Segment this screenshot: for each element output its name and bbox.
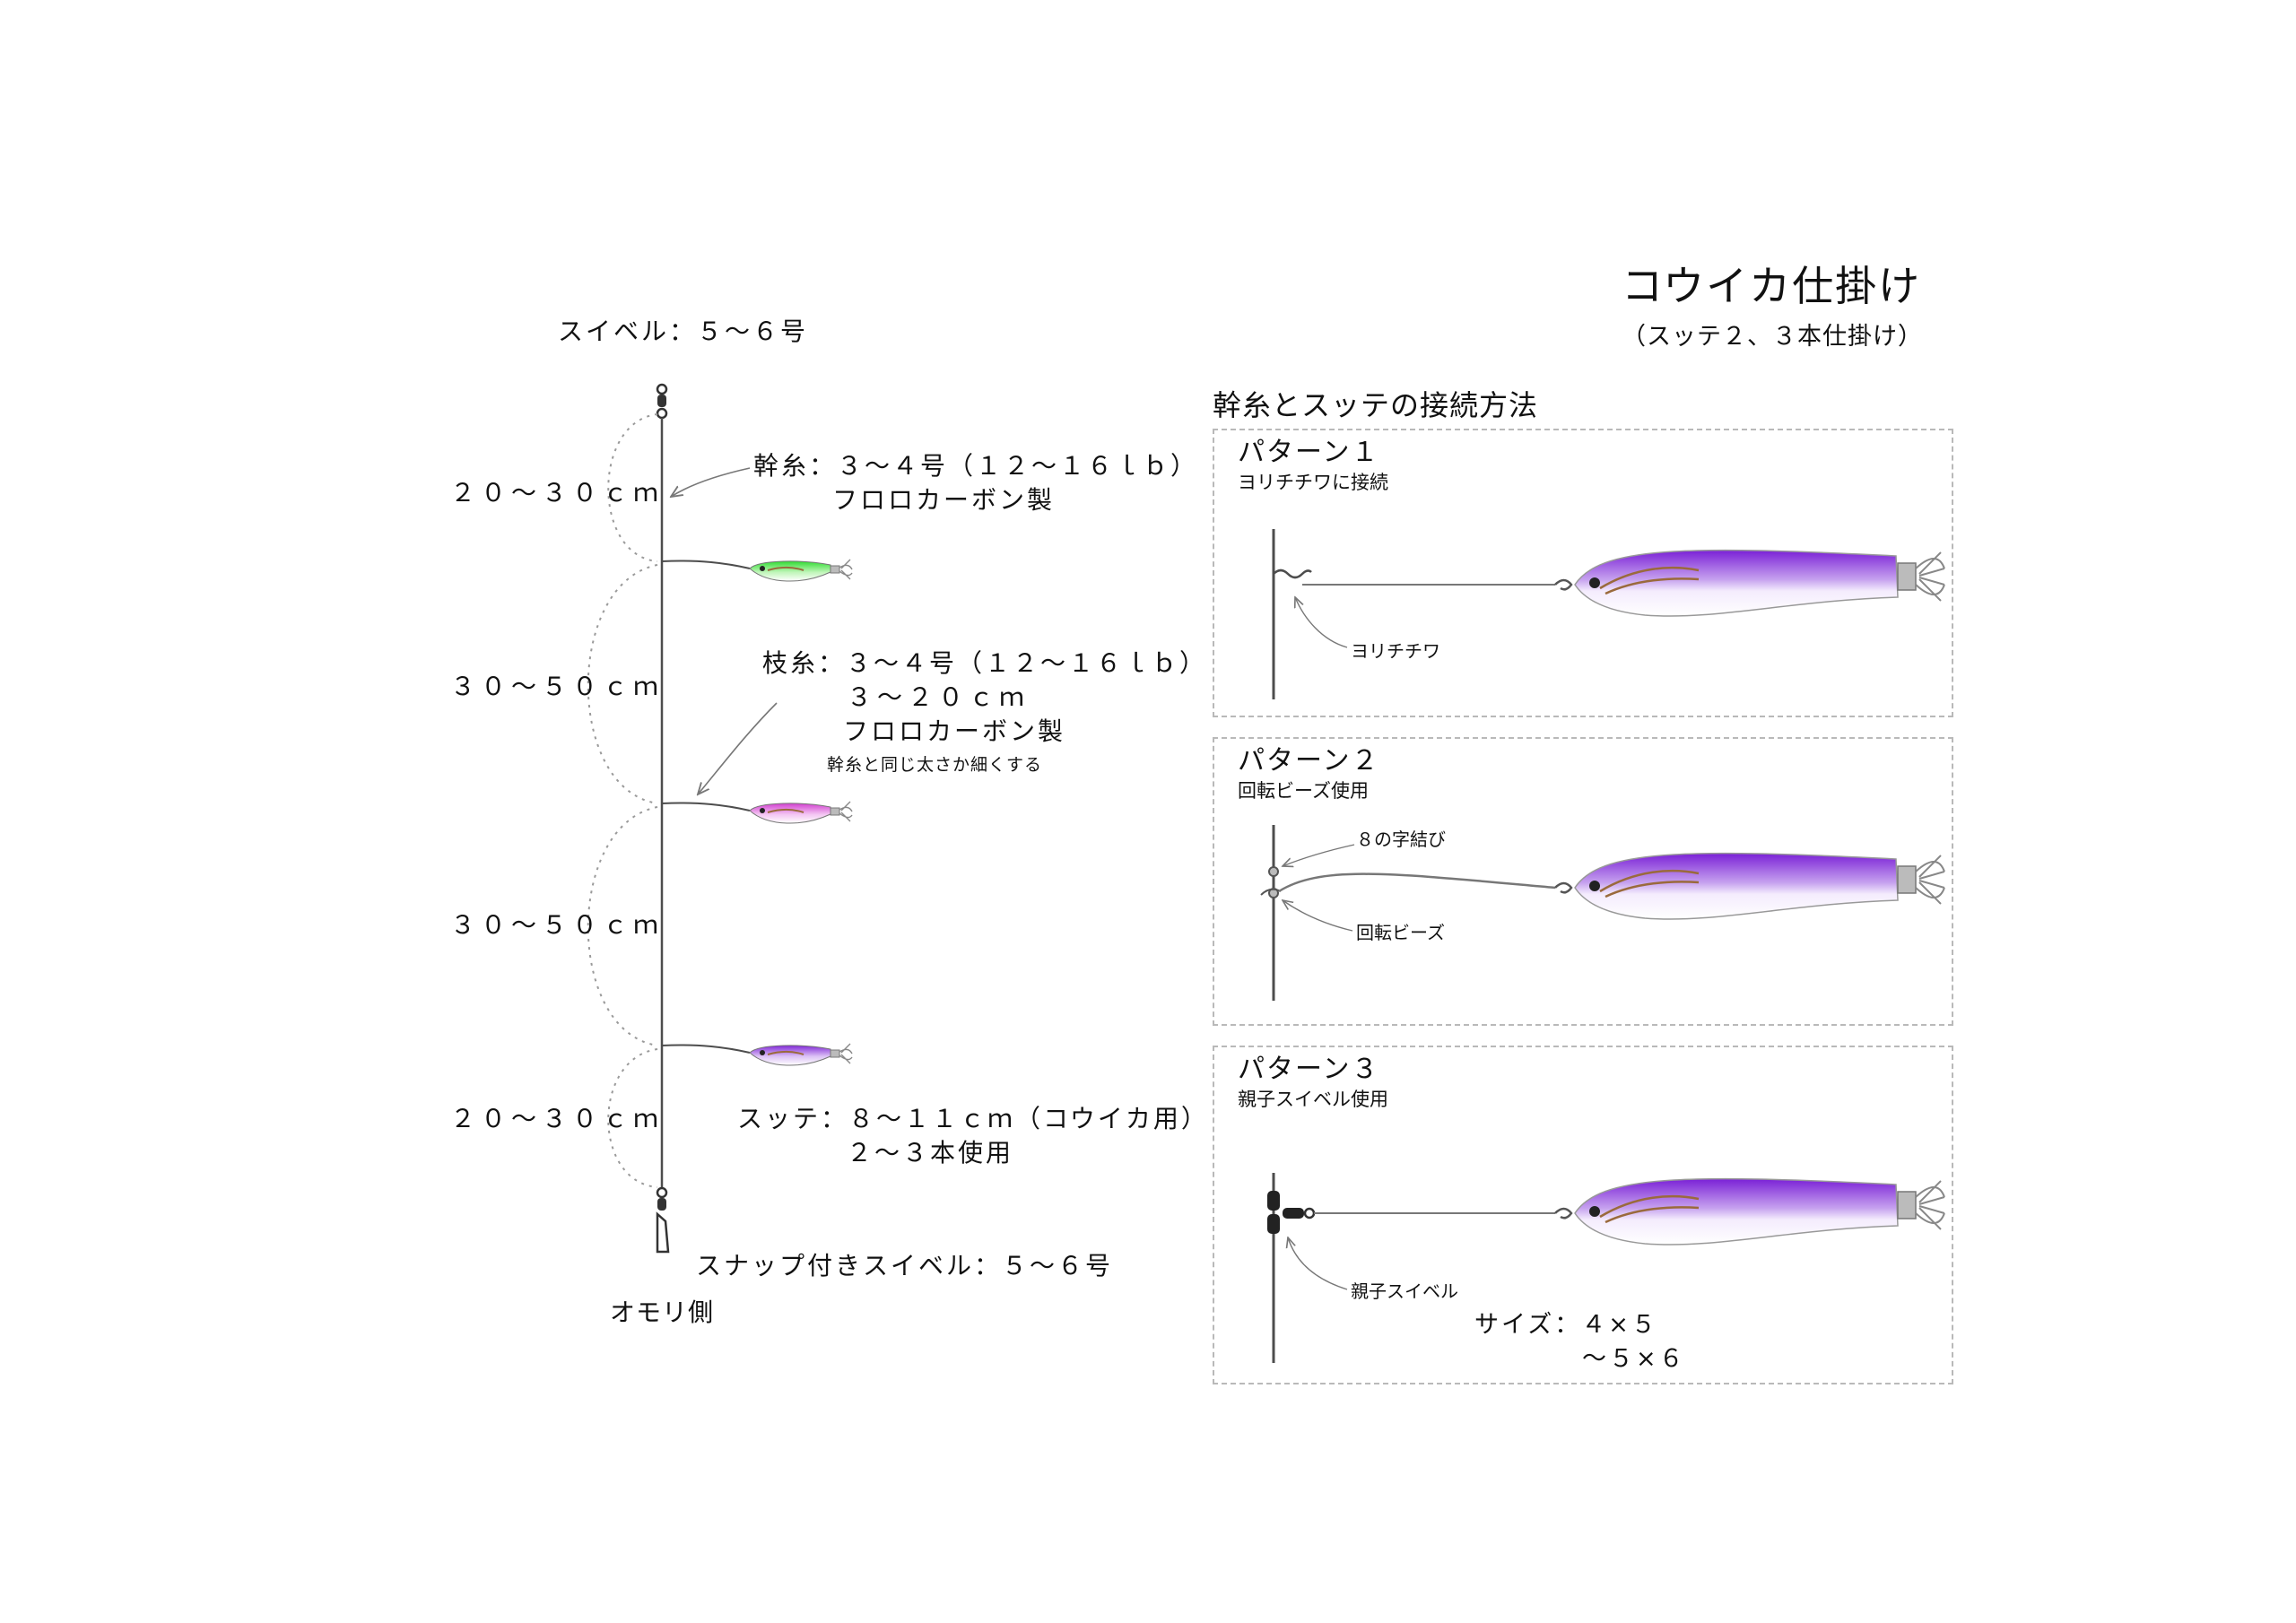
pattern-3-desc: 親子スイベル使用 (1238, 1089, 1388, 1110)
span-label-3: ３０～５０ｃｍ (450, 910, 665, 940)
branch-lines (661, 560, 751, 1054)
pattern-1-callout: ヨリチチワ (1351, 640, 1440, 662)
top-swivel-icon (656, 383, 668, 420)
branch-line-length: ３～２０ｃｍ (847, 682, 1031, 712)
swivel-size-line1: サイズ：４×５ (1474, 1311, 1658, 1339)
snap-icon (1554, 578, 1573, 591)
arrow-pointer (1295, 597, 1348, 648)
sutte-spec: スッテ：８～１１ｃｍ（コウイカ用） (737, 1104, 1209, 1133)
pattern-3-drawing (1267, 1173, 1945, 1363)
arrow-pointer-knot (1283, 844, 1355, 866)
sutte-icon (1574, 1177, 1945, 1245)
snap-icon (1554, 881, 1573, 894)
branch-line-arrow (698, 702, 778, 794)
pattern-2-desc: 回転ビーズ使用 (1238, 780, 1369, 802)
pattern-1-title: パターン１ (1238, 437, 1380, 468)
twist-loop-icon (1273, 568, 1312, 579)
diagram-subtitle: （スッテ２、３本仕掛け） (1622, 323, 1923, 351)
pattern-3-callout: 親子スイベル (1351, 1280, 1458, 1302)
pattern-1-panel: パターン１ ヨリチチワに接続 ヨリチチワ (1213, 429, 1953, 717)
sutte-icon (1574, 852, 1945, 920)
sinker-side-label: オモリ側 (610, 1298, 715, 1327)
span-label-4: ２０～３０ｃｍ (450, 1104, 665, 1133)
pattern-2-title: パターン２ (1238, 745, 1380, 777)
span-label-2: ３０～５０ｃｍ (450, 672, 665, 701)
pattern-1-desc: ヨリチチワに接続 (1238, 472, 1388, 493)
span-arcs (587, 413, 658, 1188)
main-line-material: フロロカーボン製 (832, 485, 1056, 515)
top-swivel-label: スイベル：５～６号 (558, 317, 809, 346)
branch-line-spec: 枝糸：３～４号（１２～１６ｌｂ） (762, 648, 1208, 678)
pattern-3-title: パターン３ (1238, 1054, 1380, 1085)
arrow-pointer (1288, 1237, 1348, 1290)
pattern-2-drawing (1260, 825, 1945, 1001)
diagram-title: コウイカ仕掛け (1622, 262, 1922, 310)
snap-swivel-label: スナップ付きスイベル：５～６号 (696, 1251, 1114, 1280)
rotating-bead-icon (1260, 866, 1282, 898)
span-label-1: ２０～３０ｃｍ (450, 478, 665, 508)
sutte-count: ２～３本使用 (847, 1138, 1014, 1167)
pattern-3-panel: パターン３ 親子スイベル使用 親子スイベル サイズ：４×５ ～５×６ (1213, 1046, 1953, 1384)
branch-line-note: 幹糸と同じ太さか細くする (827, 755, 1043, 775)
main-line-spec: 幹糸：３～４号（１２～１６ｌｂ） (753, 451, 1199, 481)
pattern-2-callout-bead: 回転ビーズ (1356, 922, 1445, 943)
sutte-magenta-icon (749, 801, 853, 825)
sutte-green-icon (749, 559, 853, 583)
sutte-purple-icon (749, 1043, 853, 1067)
snap-icon (1554, 1207, 1573, 1219)
branch-line-material: フロロカーボン製 (843, 716, 1066, 746)
pattern-1-drawing (1272, 529, 1945, 699)
pattern-2-callout-knot: ８の字結び (1356, 829, 1446, 850)
main-line-arrow (671, 467, 751, 497)
swivel-size-line2: ～５×６ (1582, 1345, 1686, 1373)
sutte-icon (1574, 549, 1945, 617)
arrow-pointer-bead (1283, 900, 1353, 932)
cross-swivel-icon (1267, 1191, 1316, 1234)
connection-section-title: 幹糸とスッテの接続方法 (1213, 388, 1539, 422)
snap-swivel-icon (656, 1186, 670, 1254)
pattern-2-panel: パターン２ 回転ビーズ使用 ８の字結び 回転ビーズ (1213, 737, 1953, 1026)
